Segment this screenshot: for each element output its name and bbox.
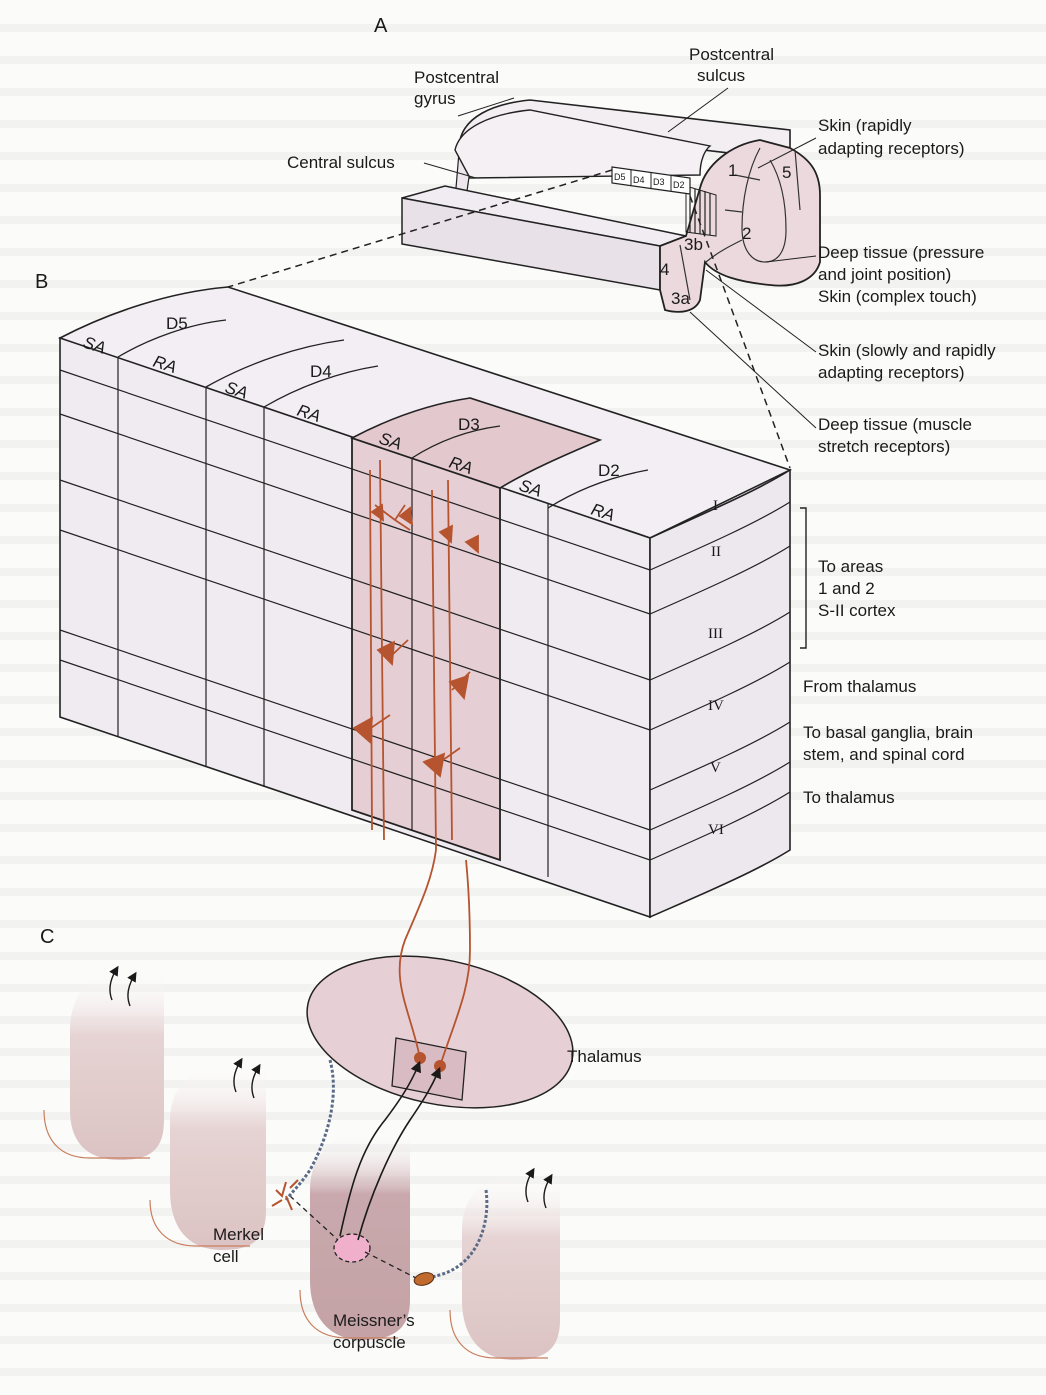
layer-label-v: V xyxy=(710,760,721,776)
postcentral-sulcus-line1: Postcentral xyxy=(689,45,774,64)
fingertip-4 xyxy=(450,1172,560,1360)
panel-c-label: C xyxy=(40,926,54,948)
central-sulcus-label: Central sulcus xyxy=(287,153,395,172)
panel-b-label: B xyxy=(35,271,48,293)
callout-area2-line3: Skin (complex touch) xyxy=(818,287,977,306)
meissner-corpuscle-terminal xyxy=(413,1271,435,1288)
to-basal-line2: stem, and spinal cord xyxy=(803,745,965,764)
to-areas-line2: 1 and 2 xyxy=(818,579,875,598)
layer-label-vi: VI xyxy=(708,822,724,838)
fingertip-2 xyxy=(150,1062,266,1250)
meissner-label-line2: corpuscle xyxy=(333,1333,406,1352)
callout-area2-line1: Deep tissue (pressure xyxy=(818,243,984,262)
callout-area3a-line2: stretch receptors) xyxy=(818,437,950,456)
area-2-label: 2 xyxy=(742,224,751,243)
merkel-label-line1: Merkel xyxy=(213,1225,264,1244)
fingertip-1 xyxy=(44,969,164,1160)
area-4-label: 4 xyxy=(660,260,669,279)
fingertip-3-center xyxy=(290,1066,438,1340)
meissner-label-line1: Meissner’s xyxy=(333,1311,415,1330)
panel-a-label: A xyxy=(374,15,388,37)
area-3a-label: 3a xyxy=(671,289,690,308)
merkel-cell-terminal xyxy=(272,1180,298,1210)
layers-bracket xyxy=(800,508,806,648)
merkel-receptive-field xyxy=(334,1234,370,1262)
to-thalamus-label: To thalamus xyxy=(803,788,895,807)
postcentral-gyrus-line2: gyrus xyxy=(414,89,456,108)
area-1-label: 1 xyxy=(728,161,737,180)
layer-label-iii: III xyxy=(708,626,723,642)
callout-area3a-line1: Deep tissue (muscle xyxy=(818,415,972,434)
layer-label-iv: IV xyxy=(708,698,724,714)
digit-label-d5: D5 xyxy=(166,314,188,333)
mini-digit-d2: D2 xyxy=(673,180,685,190)
thalamus: Thalamus xyxy=(293,934,642,1131)
mini-digit-d3: D3 xyxy=(653,177,665,187)
callout-area3b-line2: adapting receptors) xyxy=(818,363,964,382)
to-basal-line1: To basal ganglia, brain xyxy=(803,723,973,742)
callout-area1-line2: adapting receptors) xyxy=(818,139,964,158)
layer-label-ii: II xyxy=(711,544,721,560)
thalamus-label: Thalamus xyxy=(567,1047,642,1066)
layer-label-i: I xyxy=(713,498,718,514)
d3-column-front xyxy=(352,438,500,860)
digit-label-d2: D2 xyxy=(598,461,620,480)
callout-area2-line2: and joint position) xyxy=(818,265,951,284)
to-areas-line3: S-II cortex xyxy=(818,601,896,620)
area-5-label: 5 xyxy=(782,163,791,182)
mini-digit-d4: D4 xyxy=(633,175,645,185)
merkel-label-line2: cell xyxy=(213,1247,239,1266)
mini-digit-d5: D5 xyxy=(614,172,626,182)
panel-b-cortex-block: D5 D4 D3 D2 SA RA SA RA SA RA SA RA I II… xyxy=(60,287,790,917)
block-side-face xyxy=(650,470,790,917)
to-areas-line1: To areas xyxy=(818,557,883,576)
callout-area3b-line1: Skin (slowly and rapidly xyxy=(818,341,996,360)
digit-label-d4: D4 xyxy=(310,362,332,381)
callout-area1-line1: Skin (rapidly xyxy=(818,116,912,135)
postcentral-sulcus-line2: sulcus xyxy=(697,66,745,85)
from-thalamus-label: From thalamus xyxy=(803,677,916,696)
digit-label-d3: D3 xyxy=(458,415,480,434)
area-3b-label: 3b xyxy=(684,235,703,254)
postcentral-gyrus-line1: Postcentral xyxy=(414,68,499,87)
